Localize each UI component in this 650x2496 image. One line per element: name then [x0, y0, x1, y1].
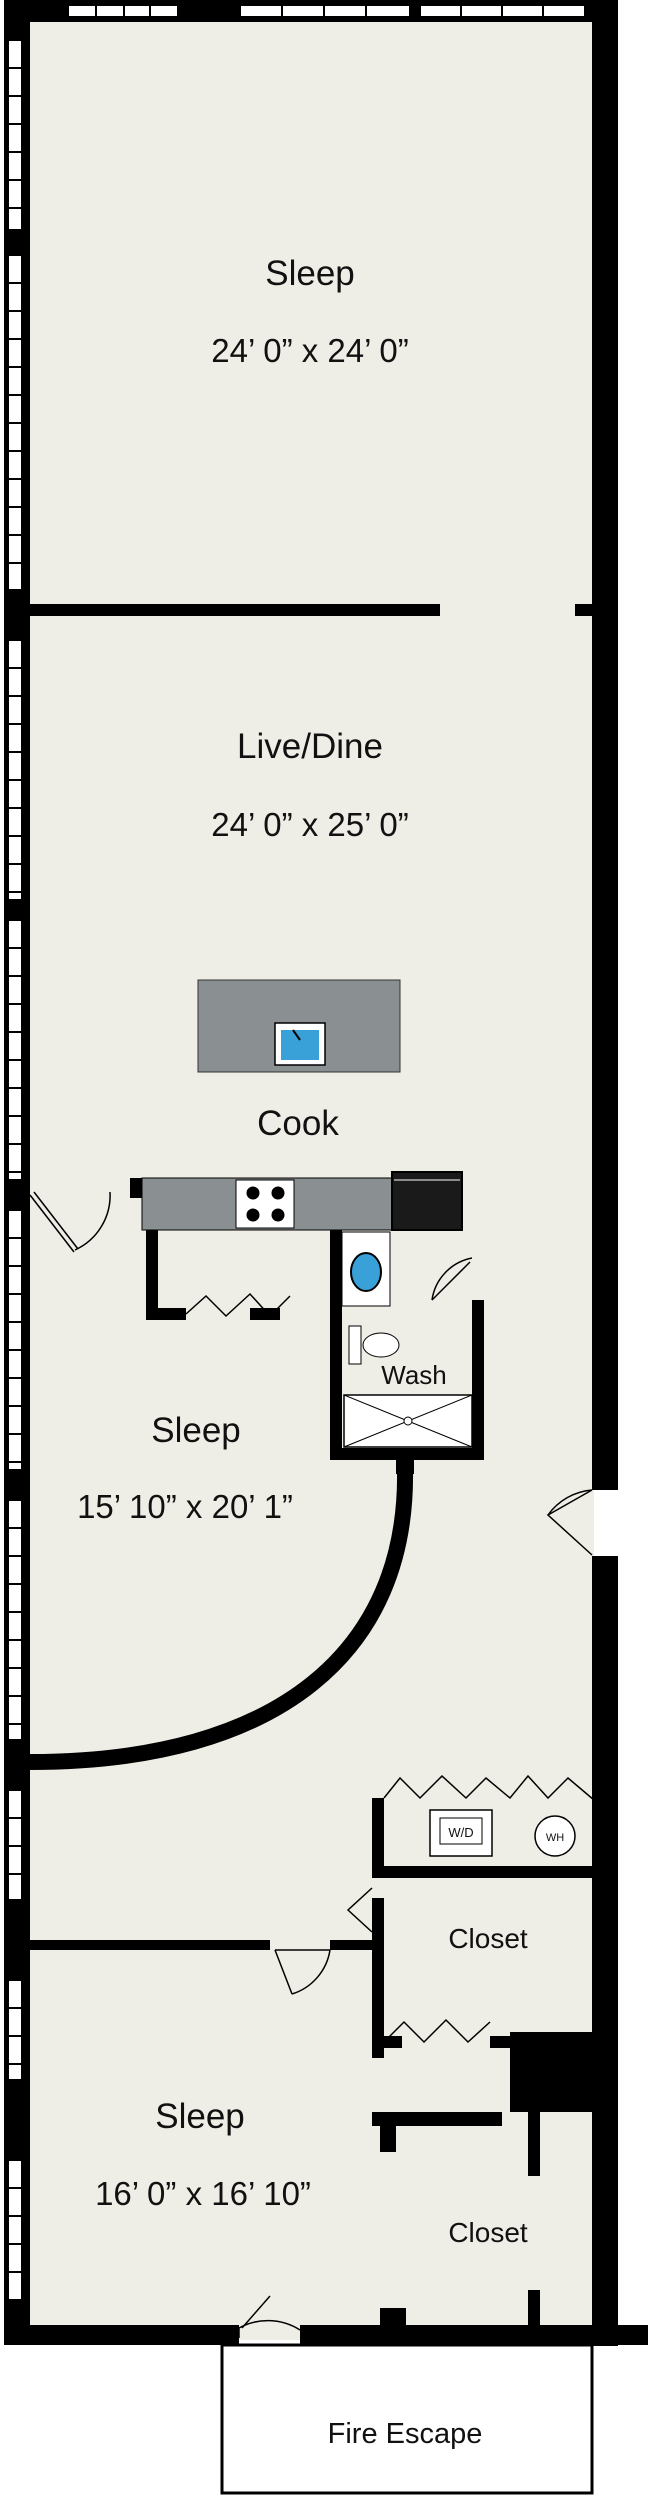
curved-wall: [29, 1469, 414, 1770]
bifold-doors: [185, 1292, 595, 2044]
refrigerator: [391, 1171, 463, 1231]
left-windows: [7, 39, 23, 2301]
toilet-bowl-icon: [362, 1332, 400, 1358]
left-window-pane: [7, 1209, 23, 1471]
stove: [235, 1179, 295, 1229]
water-heater: [534, 1815, 576, 1857]
closet-1-title: Closet: [448, 1923, 528, 1954]
top-windows: [67, 4, 586, 18]
cook-title: Cook: [257, 1104, 339, 1143]
water-heater-label: WH: [546, 1832, 564, 1844]
closet-2-title: Closet: [448, 2217, 528, 2248]
wash-title: Wash: [381, 1360, 447, 1390]
left-window-pane: [7, 39, 23, 231]
left-window-pane: [7, 639, 23, 901]
fire-escape-title: Fire Escape: [328, 2418, 483, 2450]
sink-faucet-icon: [292, 1029, 301, 1041]
curved-wall-cap: [396, 1458, 414, 1474]
sleep-2-title: Sleep: [151, 1411, 241, 1450]
shower-drain-icon: [403, 1416, 413, 1426]
stove-burner-icon: [246, 1186, 285, 1222]
sleep-3-title: Sleep: [155, 2097, 245, 2136]
left-window-pane: [7, 2159, 23, 2301]
fire-escape: [220, 2343, 594, 2495]
sink-basin: [281, 1030, 319, 1060]
left-window-pane: [7, 1979, 23, 2081]
sleep-1-title: Sleep: [265, 254, 355, 293]
left-window-pane: [7, 919, 23, 1181]
sleep-2-dimensions: 15’ 10” x 20’ 1”: [77, 1488, 293, 1525]
doors: [29, 1191, 593, 2338]
live-dine-dimensions: 24’ 0” x 25’ 0”: [211, 806, 408, 843]
washer-dryer-label: W/D: [448, 1825, 473, 1840]
floor-area: [14, 10, 594, 2340]
live-dine-title: Live/Dine: [237, 727, 383, 766]
left-window-pane: [7, 1499, 23, 1741]
bath-sink-icon: [350, 1252, 382, 1292]
sleep-1-dimensions: 24’ 0” x 24’ 0”: [211, 332, 408, 369]
sleep-3-dimensions: 16’ 0” x 16’ 10”: [95, 2175, 311, 2212]
toilet-tank: [348, 1325, 362, 1365]
